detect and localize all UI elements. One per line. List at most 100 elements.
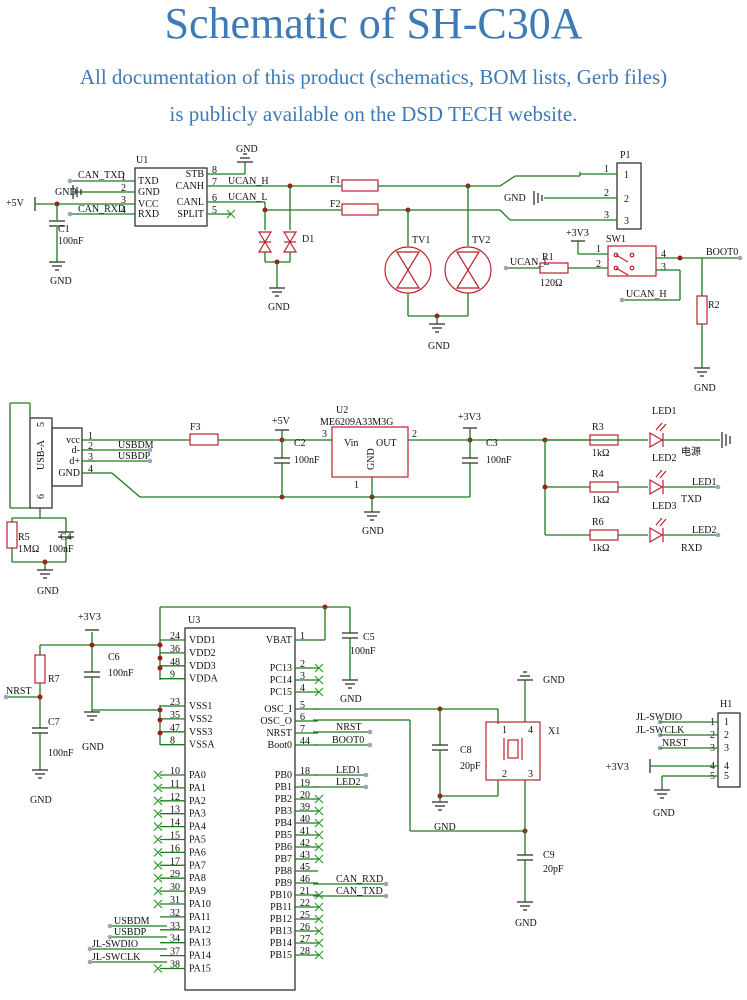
u1-pin-num: 8 xyxy=(212,165,217,176)
u3-pin-num: 5 xyxy=(300,700,305,711)
f1-fuse xyxy=(341,179,379,192)
u3-pin-num: 23 xyxy=(170,697,180,708)
sw1-pin-4: 4 xyxy=(661,249,666,260)
u3-pin-num: 19 xyxy=(300,778,310,789)
u3-pin-name: PB6 xyxy=(275,842,292,853)
sw1-v33-label: +3V3 xyxy=(566,228,589,239)
u3-pin-name: PB9 xyxy=(275,878,292,889)
u3-pin-num: 10 xyxy=(170,766,180,777)
p1-pin-1: 1 xyxy=(604,164,609,175)
u3-pin-num: 36 xyxy=(170,644,180,655)
net-ucan-h-u1: UCAN_H xyxy=(228,176,269,187)
net-swclk-u3: JL-SWCLK xyxy=(92,952,141,963)
u3-pin-num: 44 xyxy=(300,736,310,747)
net-boot0-u3: BOOT0 xyxy=(332,735,364,746)
u3-pin-num: 47 xyxy=(170,723,180,734)
net-usbdp-u3: USBDP xyxy=(114,927,147,938)
h1-pin-num-inner: 4 xyxy=(724,761,729,772)
u3-pin-name: PA4 xyxy=(189,822,206,833)
h1-gnd-label: GND xyxy=(653,808,675,819)
h1-pin-num-inner: 1 xyxy=(724,717,729,728)
u1-pin-name: SPLIT xyxy=(177,209,204,220)
c9-ref: C9 xyxy=(543,850,555,861)
u3-pin-num: 11 xyxy=(170,779,180,790)
net-usbdm: USBDM xyxy=(118,440,154,451)
u3-pin-num: 9 xyxy=(170,670,175,681)
u3-pin-name: PB7 xyxy=(275,854,292,865)
d1-tvs xyxy=(257,186,298,297)
c2-ref: C2 xyxy=(294,438,306,449)
usb-pin-name: d+ xyxy=(69,456,80,467)
stb-gnd-label: GND xyxy=(236,144,258,155)
usb-ref: USB-A xyxy=(36,439,47,470)
sw1-pin-1: 1 xyxy=(596,244,601,255)
u3-pin-num: 35 xyxy=(170,710,180,721)
c4-value: 100nF xyxy=(48,544,74,555)
v33-label-power: +3V3 xyxy=(458,412,481,423)
f1-ref: F1 xyxy=(330,175,341,186)
u2-gnd: GND xyxy=(366,448,377,470)
r1-value: 120Ω xyxy=(540,278,562,289)
u3-right-pins: 1VBAT2PC133PC144PC155OSC_I6OSC_O7NRST44B… xyxy=(260,631,325,961)
usb-gnd-label: GND xyxy=(37,586,59,597)
u3-pin-name: PB14 xyxy=(270,938,292,949)
sw1-pin-2: 2 xyxy=(596,259,601,270)
u3-pin-num: 32 xyxy=(170,908,180,919)
usb-pin-num: 2 xyxy=(88,441,93,452)
c2-value: 100nF xyxy=(294,455,320,466)
net-can-txd: CAN_TXD xyxy=(78,170,125,181)
u3-pin-name: PA5 xyxy=(189,835,206,846)
u3-pin-name: PA14 xyxy=(189,951,211,962)
r6-value: 1kΩ xyxy=(592,543,609,554)
r7-ref: R7 xyxy=(48,674,60,685)
p1-gnd-label: GND xyxy=(504,193,526,204)
u3-pin-num: 24 xyxy=(170,631,180,642)
u3-pin-num: 20 xyxy=(300,790,310,801)
u3-pin-name: PB4 xyxy=(275,818,292,829)
led3-symbol xyxy=(649,517,667,544)
u1-pin-name: GND xyxy=(138,187,160,198)
u1-pin-num: 6 xyxy=(212,193,217,204)
osc-gnd-label: GND xyxy=(434,822,456,833)
led1-symbol xyxy=(649,422,667,449)
c7-value: 100nF xyxy=(48,748,74,759)
u3-pin-name: PB11 xyxy=(270,902,292,913)
c7-gnd-label: GND xyxy=(30,795,52,806)
c6-gnd-label: GND xyxy=(82,742,104,753)
v5-label: +5V xyxy=(6,198,25,209)
sw1-pin-3: 3 xyxy=(661,262,666,273)
r7-resistor xyxy=(34,654,46,684)
u3-pin-num: 15 xyxy=(170,831,180,842)
u3-pin-name: PC15 xyxy=(270,687,292,698)
tv1 xyxy=(384,210,432,316)
u3-pin-num: 48 xyxy=(170,657,180,668)
tv1-ref: TV1 xyxy=(412,235,430,246)
u2-pin-in: 3 xyxy=(322,429,327,440)
u3-pin-num: 33 xyxy=(170,921,180,932)
tv2 xyxy=(444,186,492,316)
u3-pin-num: 3 xyxy=(300,671,305,682)
u1-pin-num: 7 xyxy=(212,177,217,188)
v5-label-power: +5V xyxy=(272,416,291,427)
u3-pin-name: PB1 xyxy=(275,782,292,793)
x1-pin-4: 4 xyxy=(528,725,533,736)
u3-pin-name: VSSA xyxy=(189,740,215,751)
u3-pin-name: PA2 xyxy=(189,796,206,807)
u1-pin-num: 5 xyxy=(212,205,217,216)
c8-ref: C8 xyxy=(460,745,472,756)
u3-pin-name: VDDA xyxy=(189,674,219,685)
subtitle-line-1: All documentation of this product (schem… xyxy=(79,65,668,89)
p1-ref: P1 xyxy=(620,150,631,161)
u3-pin-name: PC14 xyxy=(270,675,292,686)
u3-pin-num: 21 xyxy=(300,886,310,897)
u3-pin-name: PA3 xyxy=(189,809,206,820)
p1-pin-2: 2 xyxy=(604,188,609,199)
net-ucan-l-r1: UCAN_L xyxy=(510,257,549,268)
u1-gnd-label: GND xyxy=(55,187,77,198)
c9-gnd-label: GND xyxy=(515,918,537,929)
v33-label-mcu: +3V3 xyxy=(78,612,101,623)
usb-shield-pin-6: 6 xyxy=(36,494,47,499)
